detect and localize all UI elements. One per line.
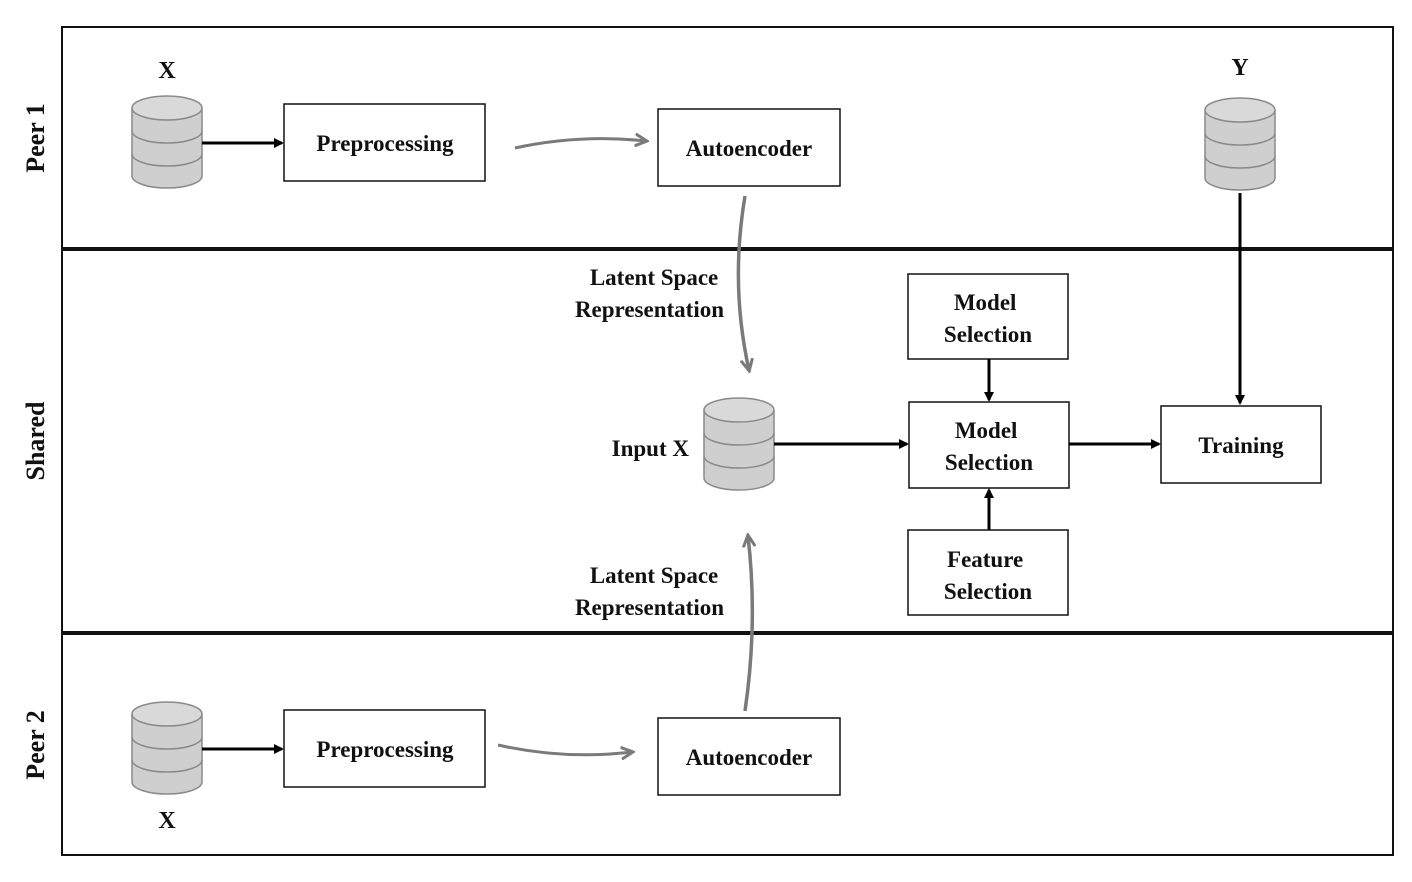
input-x-database-icon <box>703 397 775 491</box>
latent-space-bottom-line1: Latent Space <box>590 563 718 588</box>
peer2-preprocessing-label: Preprocessing <box>316 737 454 762</box>
model-selection-center-label: Model Selection <box>945 418 1033 475</box>
peer1-autoencoder-label: Autoencoder <box>686 136 812 161</box>
curved-arrow-icon <box>736 195 749 370</box>
model-selection-top-label: Model Selection <box>944 290 1032 347</box>
latent-space-top-line1: Latent Space <box>590 265 718 290</box>
feature-selection-label: Feature Selection <box>944 547 1032 604</box>
peer2-autoencoder-box <box>657 717 841 796</box>
curved-arrow-icon <box>497 743 632 755</box>
peer2-autoencoder-label: Autoencoder <box>686 745 812 770</box>
training-box <box>1160 405 1322 484</box>
latent-space-label-top: Latent Space Representation <box>575 265 724 322</box>
lane-label-peer1: Peer 1 <box>21 103 50 173</box>
peer1-preprocessing-label: Preprocessing <box>316 131 454 156</box>
input-x-label: Input X <box>612 436 690 461</box>
peer1-preprocessing-box <box>283 103 486 182</box>
feature-selection-line1: Feature <box>947 547 1023 572</box>
peer1-db-y-label: Y <box>1231 55 1248 81</box>
latent-space-bottom-line2: Representation <box>575 595 724 620</box>
curved-arrow-icon <box>745 536 752 712</box>
lane-label-shared: Shared <box>21 401 50 481</box>
latent-space-label-bottom: Latent Space Representation <box>575 563 724 620</box>
model-selection-center-line1: Model <box>955 418 1018 443</box>
lane-peer2 <box>61 633 1394 856</box>
feature-selection-box <box>907 529 1069 616</box>
peer2-database-x-icon <box>131 701 203 795</box>
model-selection-top-line2: Selection <box>944 322 1032 347</box>
feature-selection-line2: Selection <box>944 579 1032 604</box>
peer2-preprocessing-box <box>283 709 486 788</box>
peer2-db-x-label: X <box>158 808 176 834</box>
latent-space-top-line2: Representation <box>575 297 724 322</box>
training-label: Training <box>1198 433 1284 458</box>
model-selection-top-line1: Model <box>954 290 1017 315</box>
lane-peer1 <box>61 26 1394 249</box>
peer1-database-y-icon <box>1204 97 1276 191</box>
lane-label-peer2: Peer 2 <box>21 710 50 780</box>
model-selection-top-box <box>907 273 1069 360</box>
lane-shared <box>61 249 1394 633</box>
curved-arrow-icon <box>514 139 646 150</box>
model-selection-center-box <box>908 401 1070 489</box>
peer1-autoencoder-box <box>657 108 841 187</box>
peer1-database-x-icon <box>131 95 203 189</box>
model-selection-center-line2: Selection <box>945 450 1033 475</box>
peer1-db-x-label: X <box>158 58 176 84</box>
